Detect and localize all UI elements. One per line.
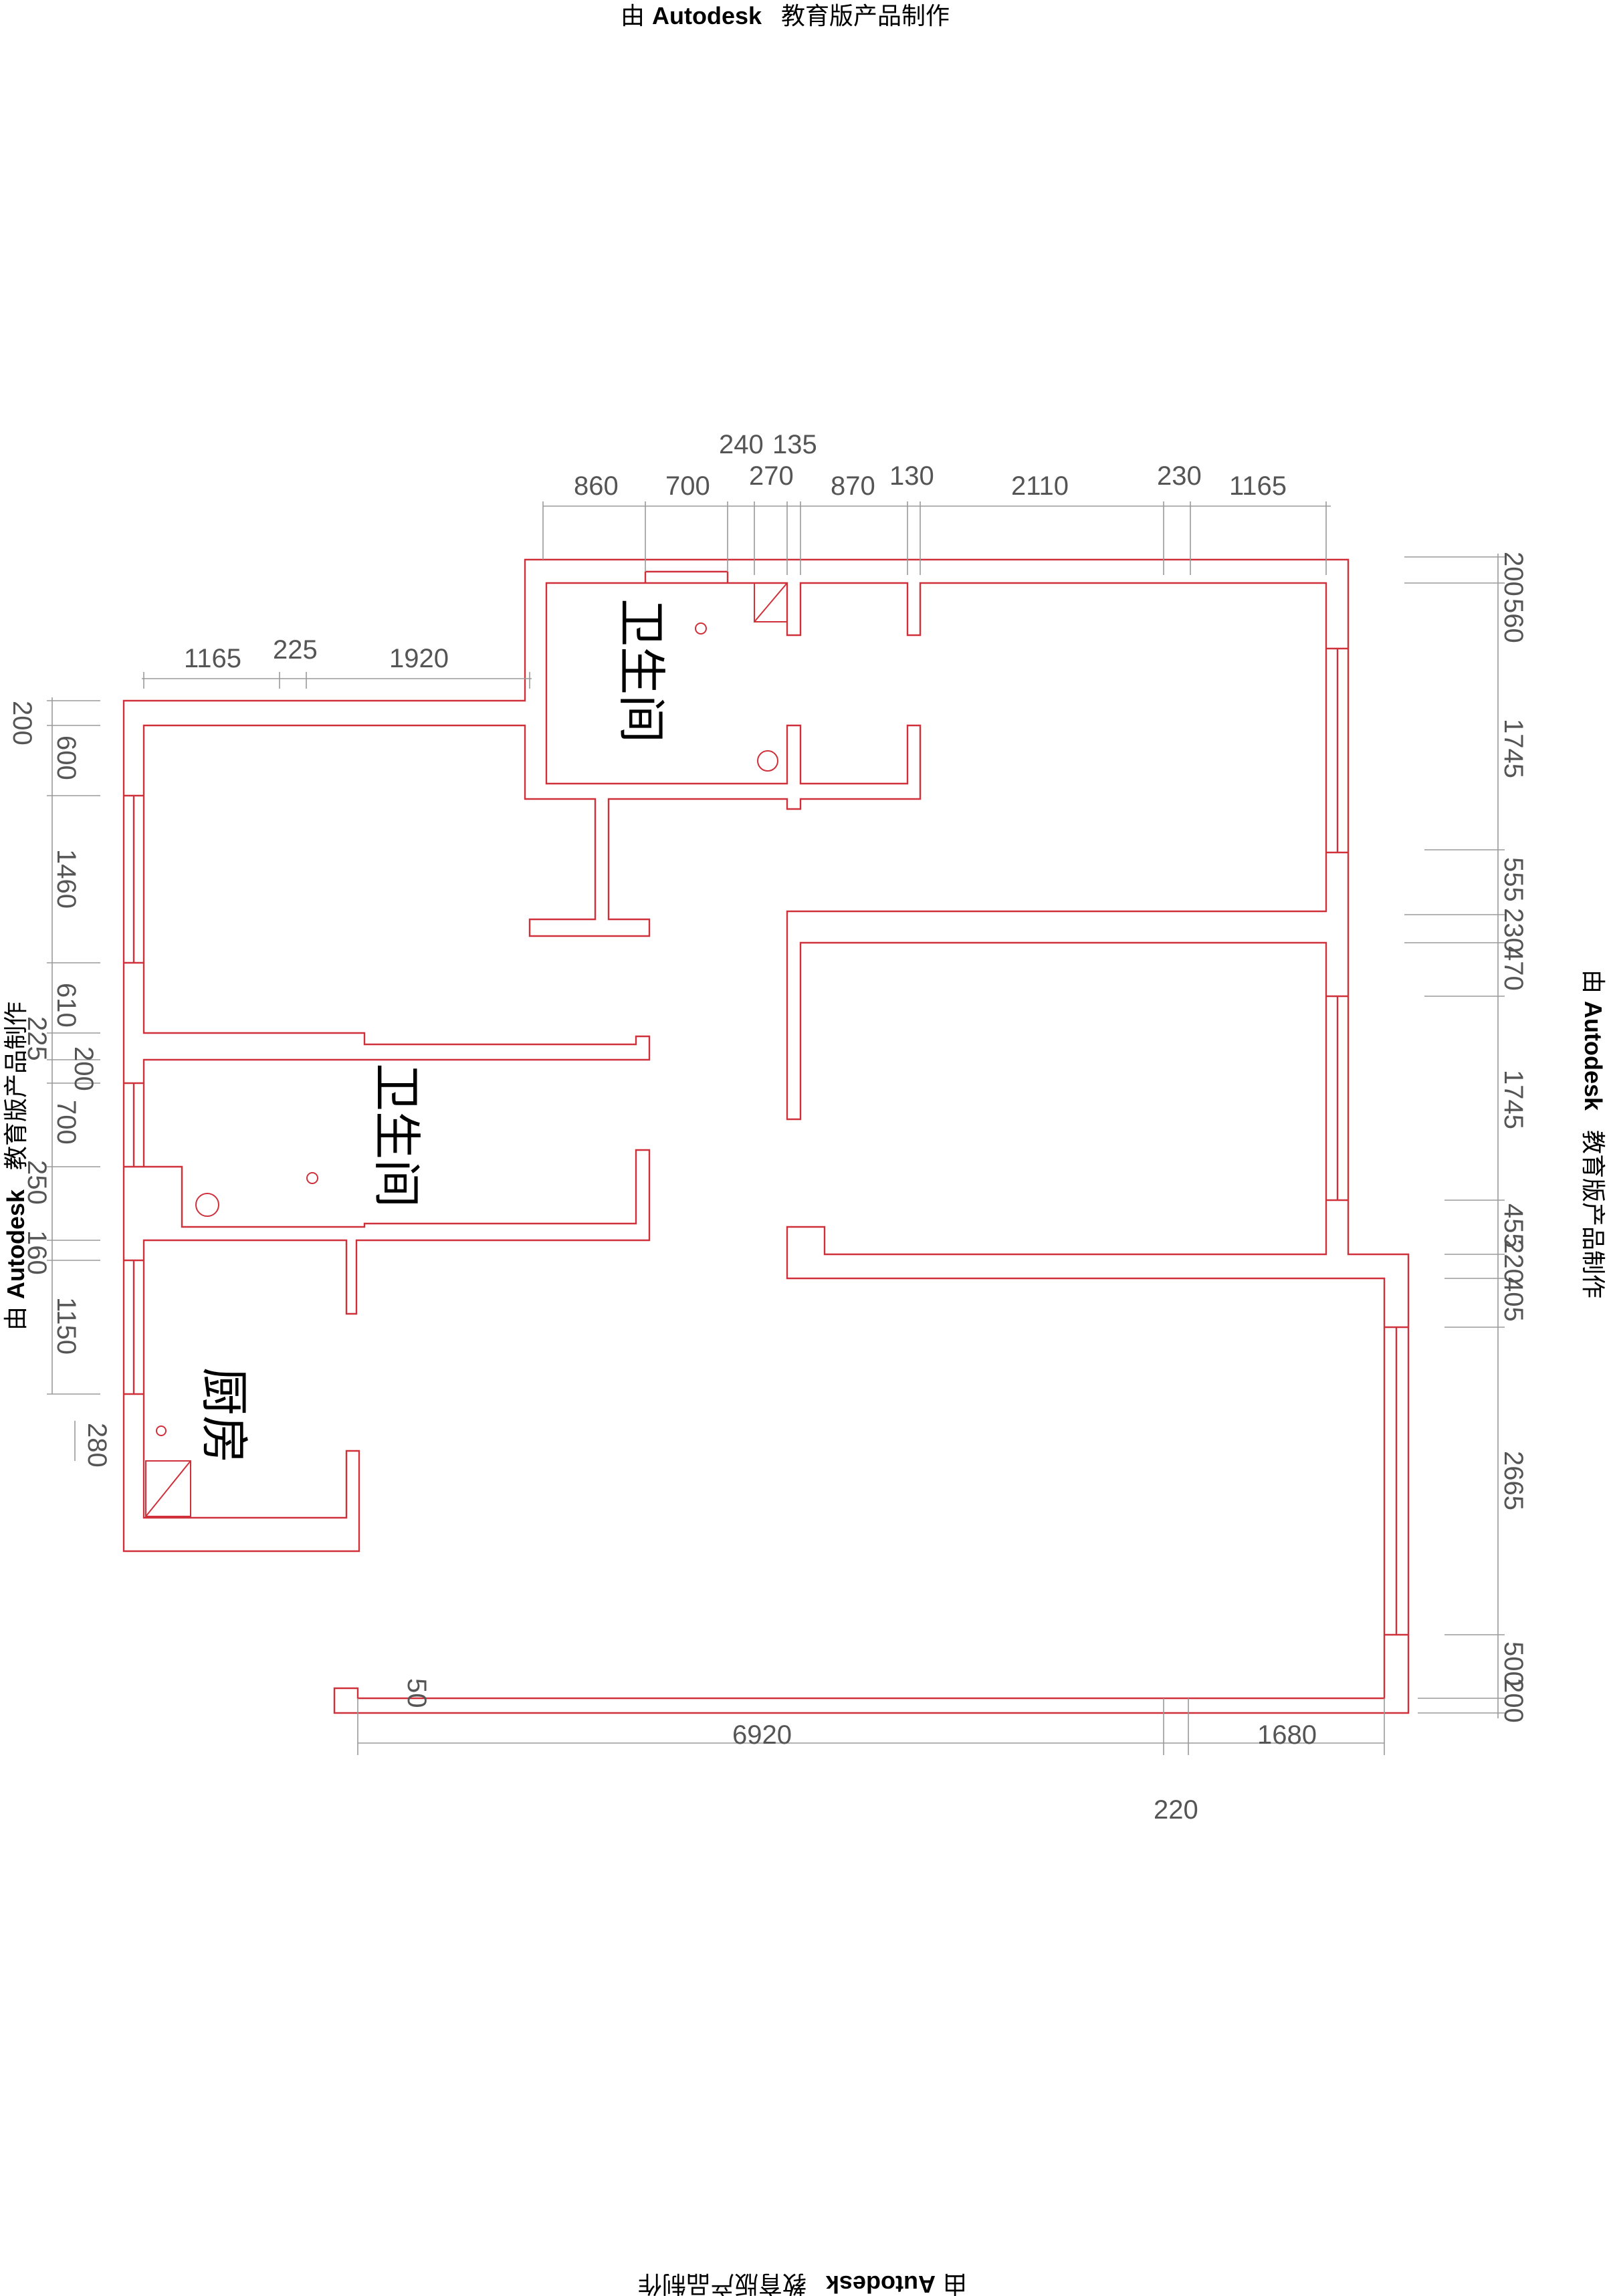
floor-drain-kitchen: [156, 1425, 167, 1436]
fixtures: [145, 582, 788, 1517]
room-labels: 卫生间 卫生间 厨房: [197, 598, 667, 1464]
dim-right-10: 2665: [1499, 1451, 1528, 1510]
dim-right-8: 220: [1499, 1239, 1528, 1284]
watermark-brand: Autodesk: [652, 2, 762, 29]
room-label-bathroom-mid: 卫生间: [369, 1063, 423, 1208]
watermark-suffix: 教育版产品制作: [781, 2, 950, 29]
dim-top-5: 2110: [1011, 471, 1069, 501]
dim-bottom-2: 1680: [1257, 1720, 1317, 1750]
dim-top-3: 870: [831, 471, 875, 501]
watermark-suffix: 教育版产品制作: [2, 1002, 29, 1170]
dim-right-0: 200: [1499, 552, 1528, 596]
dim-right-6: 1745: [1499, 1070, 1528, 1129]
watermark-bottom: 由 Autodesk 教育版产品制作: [638, 2271, 967, 2296]
dim-left-0: 200: [7, 701, 37, 745]
dim-left-8: 160: [22, 1230, 51, 1275]
dim-top-7: 1165: [1229, 471, 1287, 501]
watermark-left: 由 Autodesk 教育版产品制作: [2, 1002, 29, 1331]
dim-left-5: 200: [69, 1046, 98, 1091]
dim-bottom-0: 50: [402, 1678, 431, 1708]
watermark-brand: Autodesk: [1580, 1001, 1607, 1111]
dim-right-5: 470: [1499, 946, 1528, 991]
watermark-suffix: 教育版产品制作: [638, 2271, 807, 2296]
dim-left-6: 700: [51, 1100, 81, 1145]
watermark-prefix: 由: [1580, 969, 1607, 994]
dim-right-3: 555: [1499, 857, 1528, 902]
dim-right-11: 500: [1499, 1641, 1528, 1686]
dim-left-4: 225: [22, 1016, 51, 1061]
shaft-kitchen: [145, 1460, 191, 1517]
dim-right-7: 455: [1499, 1203, 1528, 1248]
shaft-top-bathroom: [754, 582, 788, 622]
toilet-top: [757, 750, 778, 772]
dim-left-10: 280: [82, 1423, 112, 1468]
dim-top-upper-0: 240: [719, 430, 764, 459]
watermark-suffix: 教育版产品制作: [1580, 1130, 1607, 1298]
watermark-brand: Autodesk: [825, 2271, 936, 2296]
dim-upper-left-1: 225: [273, 635, 318, 665]
dim-upper-left-0: 1165: [184, 644, 241, 673]
dim-bottom-3: 220: [1154, 1795, 1198, 1825]
dim-upper-left-2: 1920: [389, 644, 449, 673]
watermark-prefix: 由: [943, 2271, 967, 2296]
dimension-labels: 240 135 860 700 270 870 130 2110 230 116…: [7, 430, 1528, 1825]
walls: [122, 558, 1410, 1714]
windows: [124, 570, 1408, 1636]
dim-top-1: 700: [665, 471, 710, 501]
dim-right-1: 560: [1499, 598, 1528, 643]
dim-left-3: 610: [51, 983, 81, 1028]
watermark-top: 由 Autodesk 教育版产品制作: [621, 2, 950, 29]
watermark-prefix: 由: [621, 2, 645, 29]
dim-right-12: 200: [1499, 1678, 1528, 1723]
dim-bottom-1: 6920: [732, 1720, 792, 1750]
dim-left-7: 250: [22, 1160, 51, 1205]
dim-left-9: 1150: [51, 1297, 81, 1355]
toilet-mid: [195, 1193, 219, 1217]
floor-drain-top: [695, 622, 707, 635]
room-label-bathroom-top: 卫生间: [614, 598, 667, 743]
dim-top-0: 860: [574, 471, 619, 501]
dim-top-upper-1: 135: [772, 430, 817, 459]
exterior-wall-outer: [122, 558, 1410, 1714]
dimension-lines: [47, 501, 1505, 1755]
dim-right-4: 230: [1499, 908, 1528, 953]
dim-top-4: 130: [889, 461, 934, 491]
dim-top-2: 270: [749, 461, 794, 491]
dim-left-2: 1460: [51, 849, 81, 909]
dim-right-9: 405: [1499, 1277, 1528, 1322]
dim-left-1: 600: [51, 735, 81, 780]
watermark-right: 由 Autodesk 教育版产品制作: [1580, 969, 1607, 1298]
room-label-kitchen: 厨房: [197, 1367, 250, 1464]
dim-right-2: 1745: [1499, 719, 1528, 778]
dim-top-6: 230: [1157, 461, 1202, 491]
floor-drain-mid: [306, 1172, 318, 1184]
watermark-prefix: 由: [2, 1306, 29, 1331]
watermark-brand: Autodesk: [2, 1189, 29, 1299]
